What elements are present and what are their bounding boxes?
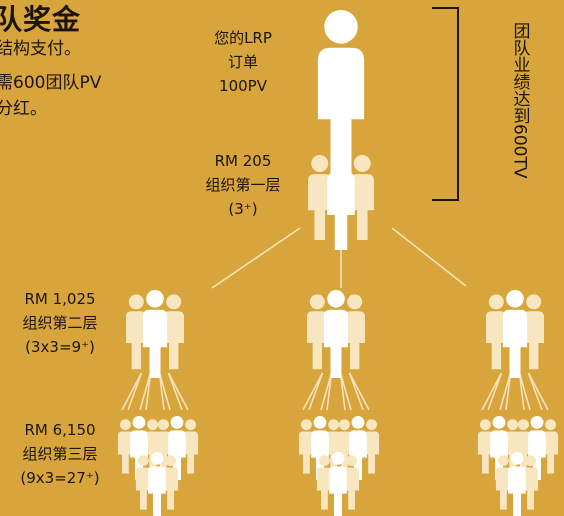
connector-2-3-2-1 bbox=[308, 372, 324, 411]
level-1-group-right bbox=[350, 155, 374, 240]
level-3-group-3-b-center bbox=[528, 416, 546, 480]
connector-2-3b-1-1 bbox=[121, 372, 143, 411]
level-2-group-2-right bbox=[344, 294, 365, 370]
level-3-group-2-b-left bbox=[336, 419, 352, 474]
level-3-group-1-c-center bbox=[148, 452, 166, 516]
connector-1-2-right bbox=[391, 227, 467, 287]
connectors bbox=[121, 140, 549, 411]
level-3-line-2: 组织第三层 bbox=[22, 445, 98, 463]
you-figure bbox=[317, 10, 365, 178]
connector-2-3b-3-1 bbox=[481, 372, 503, 411]
level-2-group-3-right bbox=[523, 294, 544, 370]
level-1-label: RM 205 组织第一层 (3⁺) bbox=[180, 149, 306, 221]
connector-2-3b-1-4 bbox=[167, 372, 189, 411]
connector-2-3-3-4 bbox=[527, 372, 543, 411]
level-1-line-3: (3⁺) bbox=[228, 200, 258, 218]
people-figures bbox=[117, 10, 559, 516]
level-2-group-2-left bbox=[307, 294, 328, 370]
connector-2-3b-1-2 bbox=[139, 372, 152, 411]
level-2-group-1-right bbox=[163, 294, 184, 370]
connector-2-3b-2-2 bbox=[320, 372, 333, 411]
connector-2-3b-2-3 bbox=[339, 372, 352, 411]
level-2-line-3: (3x3=9⁺) bbox=[25, 338, 95, 356]
level-3-group-2-b-right bbox=[364, 419, 380, 474]
connector-2-3-3-1 bbox=[487, 372, 503, 411]
level-2-line-1: RM 1,025 bbox=[24, 290, 96, 308]
level-3-group-3-b-right bbox=[543, 419, 559, 474]
level-0-line-3: 100PV bbox=[219, 77, 267, 95]
level-3-group-2-c-right bbox=[344, 455, 360, 510]
level-3-group-1-a-center bbox=[130, 416, 148, 480]
level-3-group-2-a-center bbox=[311, 416, 329, 480]
level-3-group-3-b-left bbox=[515, 419, 531, 474]
level-2-group-1-center bbox=[142, 290, 168, 378]
page-title: 队奖金 bbox=[0, 3, 82, 36]
connector-2-3b-3-3 bbox=[518, 372, 531, 411]
intro-line-1: ​​结构支付。 bbox=[0, 39, 81, 59]
connector-2-3-1-3 bbox=[158, 372, 165, 411]
team-volume-label: 团队业绩达到600TV bbox=[509, 21, 530, 179]
level-2-group-1-left bbox=[126, 294, 147, 370]
level-0-line-2: 订单 bbox=[227, 53, 258, 71]
level-3-group-2-c-left bbox=[316, 455, 332, 510]
connector-2-3-3-3 bbox=[518, 372, 525, 411]
level-3-group-3-c-center bbox=[508, 452, 526, 516]
level-2-line-2: 组织第二层 bbox=[22, 314, 98, 332]
level-3-group-3-c-right bbox=[523, 455, 539, 510]
connector-2-3-2-2 bbox=[326, 372, 333, 411]
level-3-group-3-c-left bbox=[495, 455, 511, 510]
level-2-label: RM 1,025 组织第二层 (3x3=9⁺) bbox=[0, 287, 122, 359]
level-3-label: RM 6,150 组织第三层 (9x3=27⁺) bbox=[0, 418, 122, 490]
level-3-group-2-c-center bbox=[329, 452, 347, 516]
connector-2-3-1-1 bbox=[127, 372, 143, 411]
level-3-group-1-b-left bbox=[155, 419, 171, 474]
level-3-group-1-a-left bbox=[117, 419, 133, 474]
level-0-line-1: 您的LRP bbox=[214, 29, 272, 47]
connector-2-3b-3-4 bbox=[527, 372, 549, 411]
connector-2-3-2-3 bbox=[339, 372, 346, 411]
level-3-group-1-c-left bbox=[135, 455, 151, 510]
connector-2-3b-2-4 bbox=[348, 372, 370, 411]
connector-2-3-3-2 bbox=[505, 372, 512, 411]
level-1-line-2: 组织第一层 bbox=[205, 176, 281, 194]
intro-line-3: 分红。 bbox=[0, 99, 47, 119]
level-3-group-1-b-right bbox=[183, 419, 199, 474]
level-3-group-2-b-center bbox=[349, 416, 367, 480]
level-1-group-left bbox=[308, 155, 332, 240]
level-1-group-center bbox=[327, 150, 355, 250]
team-volume-bracket bbox=[432, 7, 459, 201]
connector-2-3-1-2 bbox=[145, 372, 152, 411]
level-3-group-3-a-left bbox=[477, 419, 493, 474]
level-0-label: 您的LRP 订单 100PV bbox=[188, 26, 298, 98]
intro-line-2: 需600团队PV bbox=[0, 73, 102, 93]
level-3-group-3-a-center bbox=[490, 416, 508, 480]
connector-2-3-1-4 bbox=[167, 372, 183, 411]
level-2-group-3-center bbox=[502, 290, 528, 378]
level-3-line-3: (9x3=27⁺) bbox=[20, 469, 100, 487]
level-3-group-2-a-left bbox=[298, 419, 314, 474]
level-3-group-1-b-center bbox=[168, 416, 186, 480]
connector-2-3-2-4 bbox=[348, 372, 364, 411]
level-1-line-1: RM 205 bbox=[214, 152, 272, 170]
level-2-group-2-center bbox=[323, 290, 349, 378]
level-3-group-1-c-right bbox=[163, 455, 179, 510]
connector-2-3b-2-1 bbox=[302, 372, 324, 411]
connector-1-2-left bbox=[211, 227, 301, 289]
level-3-line-1: RM 6,150 bbox=[24, 421, 96, 439]
connector-2-3b-1-3 bbox=[158, 372, 171, 411]
connector-2-3b-3-2 bbox=[499, 372, 512, 411]
level-2-group-3-left bbox=[486, 294, 507, 370]
